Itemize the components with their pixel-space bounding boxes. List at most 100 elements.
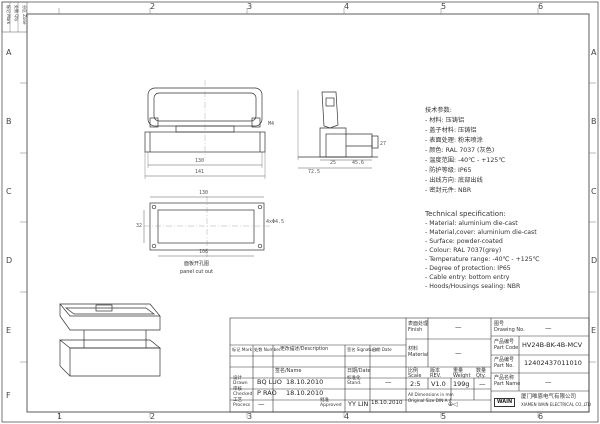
tech-cn-item: - 表面处理: 粉末喷涂 — [425, 137, 483, 144]
dim-front-141: 141 — [195, 169, 205, 175]
dims-note: All Dimensions in mm — [408, 392, 454, 397]
scale-value: 2:5 — [410, 380, 421, 388]
tech-en-heading: Technical specification: — [425, 210, 506, 218]
zone-col-6-bottom: 6 — [538, 412, 544, 421]
approved-name: YY LIN — [348, 400, 369, 408]
tech-en-item: - Hoods/Housings sealing: NBR — [425, 283, 521, 290]
dim-side-25: 25 — [330, 160, 337, 166]
zone-col-4-bottom: 4 — [344, 412, 350, 421]
drawn-date: 18.10.2010 — [286, 378, 324, 386]
zone-row-b-right: B — [591, 117, 597, 126]
date-header: 日期/Date — [347, 368, 371, 374]
material-label-en: Material — [408, 352, 429, 358]
part-no-label-cn: 产品编号 — [494, 357, 515, 363]
cutout-caption-cn: 面板开孔图 — [184, 261, 210, 267]
drawing-no-value: — — [545, 324, 552, 332]
rev-header-mark: 标记 Mark — [232, 347, 253, 352]
zone-col-5-top: 5 — [441, 2, 447, 11]
role-drawn-en: Drawn — [233, 381, 248, 386]
company-name-cn: 厦门唯恩电气有限公司 — [521, 394, 577, 400]
approved-en: Approved — [320, 403, 342, 408]
rev-header-description: 更改描述/Description — [280, 347, 329, 352]
tech-cn-item: - 防护等级: IP65 — [425, 167, 472, 174]
tech-cn-item: - 材料: 压铸铝 — [425, 117, 465, 124]
front-view — [144, 80, 266, 179]
rev-header-date: 日期 Date — [372, 347, 392, 352]
tech-cn-item: - 盖子材料: 压铸铝 — [425, 127, 477, 134]
weight-value: 199g — [453, 380, 470, 388]
qty-label-en: Qty. — [476, 373, 486, 379]
zone-row-a: A — [6, 48, 12, 57]
approved-date: 18.10.2010 — [371, 400, 403, 406]
role-drawn-cn: 设计 — [233, 376, 242, 381]
tech-cn-item: - 出线方向: 底部出线 — [425, 177, 483, 184]
zone-row-b: B — [6, 117, 12, 126]
tech-en-item: - Material: aluminium die-cast — [425, 220, 518, 227]
stand-cn: 标准化 — [347, 376, 361, 381]
scale-label-cn: 比例 — [408, 368, 419, 374]
zone-col-2-bottom: 2 — [150, 412, 156, 421]
material-value: — — [455, 349, 462, 357]
material-label-cn: 材料 — [408, 346, 419, 352]
zone-col-6-top: 6 — [538, 2, 544, 11]
zone-row-c-right: C — [591, 187, 597, 196]
checked-name: P RAO — [257, 389, 277, 397]
finish-label-cn: 表面处理 — [408, 321, 429, 327]
role-process-cn: 工艺 — [233, 398, 242, 403]
part-code-label-cn: 产品编号 — [494, 339, 515, 345]
part-no-value: 12402437011010 — [524, 359, 582, 367]
title-block-lines — [229, 317, 590, 413]
corner-label-zone: 分区 Zone — [22, 5, 27, 25]
stand-en: Stand. — [347, 381, 362, 386]
dim-cut-108: 108 — [199, 249, 209, 255]
zone-row-d-right: D — [591, 256, 598, 265]
rev-value: V1.0 — [431, 380, 446, 388]
zone-col-1-bottom: 1 — [57, 412, 63, 421]
zone-row-a-right: A — [591, 48, 597, 57]
dim-side-45-6: 45.6 — [352, 160, 365, 166]
approved-cn: 批准 — [320, 398, 329, 403]
tech-cn-item: - 颜色: RAL 7037 (灰色) — [425, 147, 495, 154]
role-checked-cn: 审核 — [233, 387, 242, 392]
tech-en-item: - Temperature range: -40℃ - +125℃ — [425, 256, 540, 263]
dim-cut-130: 130 — [199, 190, 209, 196]
drawn-name: BQ LUO — [257, 378, 282, 386]
finish-value: — — [455, 323, 462, 331]
rev-header-number: 处数 Number — [254, 347, 281, 352]
size-note: Original Size DIN A 4 — [408, 398, 452, 403]
rev-header-signature: 签名 Signature — [347, 347, 377, 352]
tech-en-item: - Surface: powder-coated — [425, 238, 503, 245]
zone-col-3-top: 3 — [247, 2, 253, 11]
corner-label-qty: 处数 Qty — [14, 5, 19, 22]
zone-row-f: F — [6, 391, 11, 400]
zone-row-e: E — [6, 326, 12, 335]
name-header: 签名/Name — [275, 368, 302, 374]
isometric-view — [59, 303, 161, 377]
rev-label-en: REV. — [430, 373, 441, 379]
tech-cn-item: - 温度范围: -40℃ - +125℃ — [425, 157, 506, 164]
process-name: — — [258, 400, 265, 408]
role-process-en: Process — [233, 403, 251, 408]
dim-cut-32: 32 — [136, 223, 143, 229]
zone-col-2-top: 2 — [150, 2, 156, 11]
part-no-label-en: Part No. — [494, 363, 514, 369]
zone-col-5-bottom: 5 — [441, 412, 447, 421]
part-code-value: HV24B-BK-4B-MCV — [522, 341, 583, 349]
projection-icon: ⊕◁ — [448, 401, 458, 408]
part-code-label-en: Part Code — [494, 345, 519, 351]
company-logo: WAIN — [494, 398, 516, 407]
zone-row-c: C — [6, 187, 12, 196]
rev-label-cn: 版本 — [430, 368, 441, 374]
zone-col-3-bottom: 3 — [247, 412, 253, 421]
tech-en-item: - Material,cover: aluminium die-cast — [425, 229, 537, 236]
zone-col-4-top: 4 — [344, 2, 350, 11]
stand-value: — — [385, 378, 392, 386]
finish-label-en: Finish — [408, 327, 423, 333]
part-name-label-en: Part Name — [494, 381, 521, 387]
tech-cn-item: - 密封元件: NBR — [425, 187, 472, 194]
qty-label-cn: 数量 — [476, 368, 487, 374]
tech-en-item: - Colour: RAL 7037(grey) — [425, 247, 502, 254]
panel-cutout — [143, 196, 270, 257]
side-view — [297, 90, 379, 169]
